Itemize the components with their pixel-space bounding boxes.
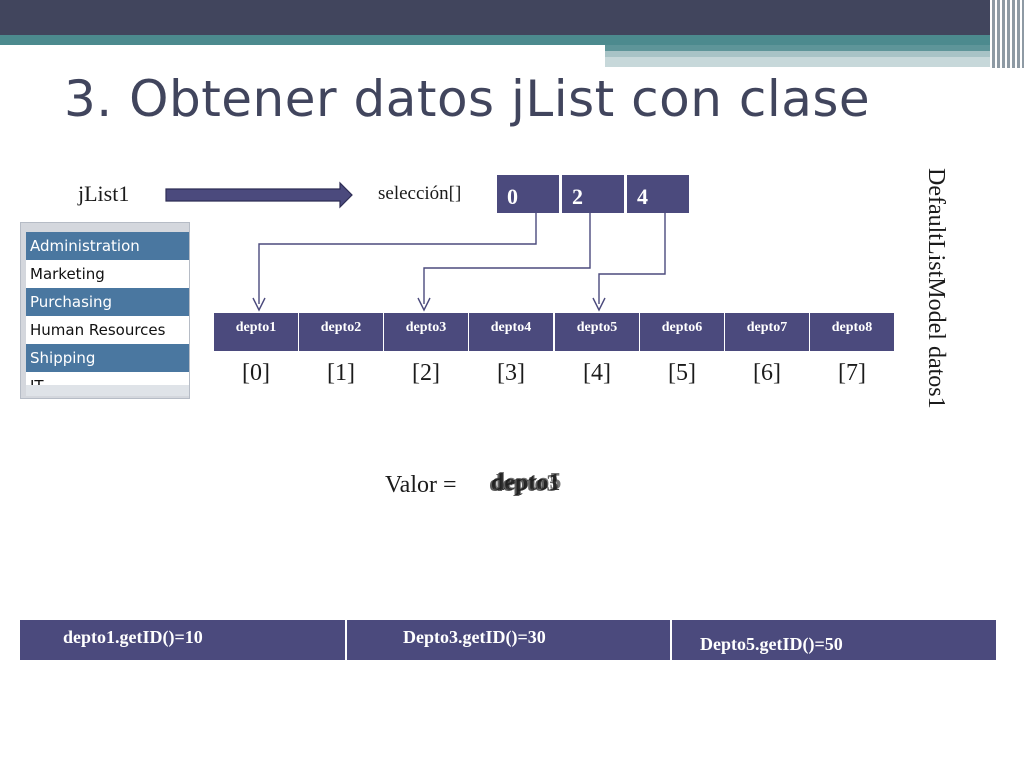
model-cell-depto2: depto2 (299, 313, 383, 351)
bottom-bar (20, 620, 996, 660)
connector-index-4 (598, 213, 666, 304)
model-index-0: [0] (242, 360, 270, 386)
valor-value-depto1: depto1 (491, 470, 561, 496)
header-strip-white (0, 45, 605, 51)
model-index-2: [2] (412, 360, 440, 386)
seleccion-cell-0: 0 (497, 175, 559, 213)
model-cell-depto3: depto3 (384, 313, 468, 351)
seleccion-label: selección[] (378, 183, 462, 204)
model-index-5: [5] (668, 360, 696, 386)
bottom-getid-depto3: Depto3.getID()=30 (403, 627, 546, 647)
model-cell-depto8: depto8 (810, 313, 894, 351)
jlist-widget[interactable]: Administration Marketing Purchasing Huma… (20, 222, 190, 399)
model-cell-depto5: depto5 (555, 313, 639, 351)
model-cell-depto7: depto7 (725, 313, 809, 351)
connector-index-2 (423, 213, 591, 304)
connector-index-0 (258, 213, 537, 304)
model-index-6: [6] (753, 360, 781, 386)
model-index-4: [4] (583, 360, 611, 386)
arrowhead-depto5 (592, 297, 606, 312)
jlist-item-it[interactable]: IT (26, 372, 189, 385)
arrowhead-depto1 (252, 297, 266, 312)
valor-value-depto3: depto3 (489, 471, 559, 497)
jlist-label: jList1 (78, 181, 130, 206)
model-index-3: [3] (497, 360, 525, 386)
jlist-scrollbar[interactable] (26, 385, 189, 396)
bottom-divider-2 (670, 620, 672, 660)
header-bar-teal (0, 35, 1024, 45)
jlist-item-marketing[interactable]: Marketing (30, 265, 105, 283)
bottom-getid-depto1: depto1.getID()=10 (63, 627, 203, 647)
bottom-getid-depto5: Depto5.getID()=50 (700, 634, 843, 654)
header-stripes (990, 0, 1024, 68)
header-strip-light (605, 51, 1024, 57)
model-cell-depto6: depto6 (640, 313, 724, 351)
seleccion-cell-2: 4 (627, 175, 689, 213)
jlist-viewport: Administration Marketing Purchasing Huma… (26, 232, 189, 385)
valor-label: Valor = (385, 472, 457, 498)
arrowhead-depto3 (417, 297, 431, 312)
header-strip-lighter (605, 57, 1024, 67)
header-bar-dark (0, 0, 1024, 35)
bottom-divider-1 (345, 620, 347, 660)
valor-values: depto1 depto3 depto5 (489, 469, 580, 504)
header-strip-teal (605, 45, 1024, 51)
jlist-item-human-resources[interactable]: Human Resources (30, 321, 166, 339)
model-label: DefaultListModel datos1 (923, 168, 949, 409)
slide-title: 3. Obtener datos jList con clase (64, 70, 871, 128)
block-arrow-right (165, 181, 353, 209)
jlist-item-purchasing[interactable]: Purchasing (26, 288, 189, 316)
model-index-1: [1] (327, 360, 355, 386)
model-cell-depto1: depto1 (214, 313, 298, 351)
seleccion-cell-1: 2 (562, 175, 624, 213)
model-index-7: [7] (838, 360, 866, 386)
valor-value-depto5: depto5 (492, 469, 562, 495)
jlist-item-shipping[interactable]: Shipping (26, 344, 189, 372)
model-cell-depto4: depto4 (469, 313, 553, 351)
jlist-item-administration[interactable]: Administration (26, 232, 189, 260)
